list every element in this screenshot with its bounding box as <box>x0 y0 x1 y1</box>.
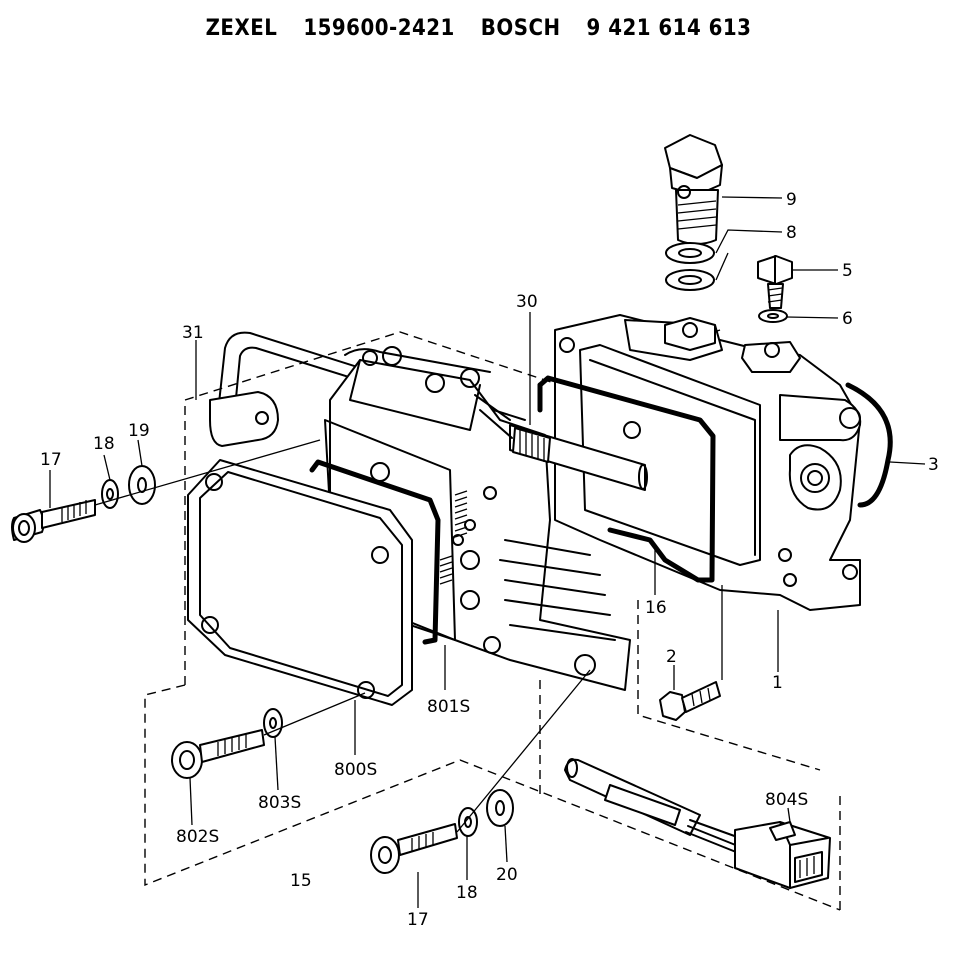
callout-9: 9 <box>786 190 797 210</box>
part-801s-gasket <box>309 459 441 645</box>
part-17-bolt-lower <box>370 823 458 874</box>
part-20-washer <box>486 789 514 827</box>
part-number-zexel: 159600-2421 <box>303 15 455 41</box>
assembly-15-boundary <box>144 331 841 911</box>
part-6-washer <box>758 309 788 323</box>
part-2-bolt <box>659 681 721 721</box>
part-804s-sensor-connector <box>564 758 831 889</box>
callout-15: 15 <box>290 871 312 891</box>
callout-803s: 803S <box>258 793 301 813</box>
callout-17-upper: 17 <box>40 450 62 470</box>
part-803s-washer <box>263 708 283 738</box>
part-3-o-ring <box>845 382 893 508</box>
callout-3: 3 <box>928 455 939 475</box>
callout-800s: 800S <box>334 760 377 780</box>
callout-804s: 804S <box>765 790 808 810</box>
callout-802s: 802S <box>176 827 219 847</box>
part-18-washer-lower <box>458 807 478 837</box>
part-19-washer <box>128 465 156 505</box>
callout-20: 20 <box>496 865 518 885</box>
brand-zexel: ZEXEL <box>205 15 278 41</box>
part-802s-bolt <box>171 729 265 779</box>
governor-springs <box>439 490 468 585</box>
axis-line-upper <box>94 439 321 506</box>
callout-5: 5 <box>842 261 853 281</box>
part-31-bracket-tube <box>209 331 526 447</box>
part-9-banjo-bolt <box>664 134 723 245</box>
callout-8: 8 <box>786 223 797 243</box>
part-17-bolt-upper <box>11 499 96 543</box>
callout-labels: 9 8 5 6 3 30 31 17 18 19 16 2 1 801S 800… <box>40 190 939 930</box>
brand-bosch: BOSCH <box>480 15 561 41</box>
callout-801s: 801S <box>427 697 470 717</box>
part-5-screw <box>757 255 793 309</box>
part-8-washers <box>665 242 715 291</box>
diagram-header: ZEXEL 159600-2421 BOSCH 9 421 614 613 <box>0 8 957 48</box>
callout-2: 2 <box>666 647 677 667</box>
axis-line-lower-left <box>263 692 366 736</box>
part-18-washer-upper <box>101 479 119 509</box>
callout-18-lower: 18 <box>456 883 478 903</box>
callout-6: 6 <box>842 309 853 329</box>
callout-17-lower: 17 <box>407 910 429 930</box>
part-number-bosch: 9 421 614 613 <box>586 15 752 41</box>
callout-16: 16 <box>645 598 667 618</box>
axis-line-lower <box>456 669 591 833</box>
callout-1: 1 <box>772 673 783 693</box>
part-30-shaft <box>474 394 648 491</box>
callout-31: 31 <box>182 323 204 343</box>
callout-19: 19 <box>128 421 150 441</box>
callout-18-upper: 18 <box>93 434 115 454</box>
callout-30: 30 <box>516 292 538 312</box>
part-800s-cover <box>187 459 413 706</box>
leader-lines <box>49 196 926 908</box>
